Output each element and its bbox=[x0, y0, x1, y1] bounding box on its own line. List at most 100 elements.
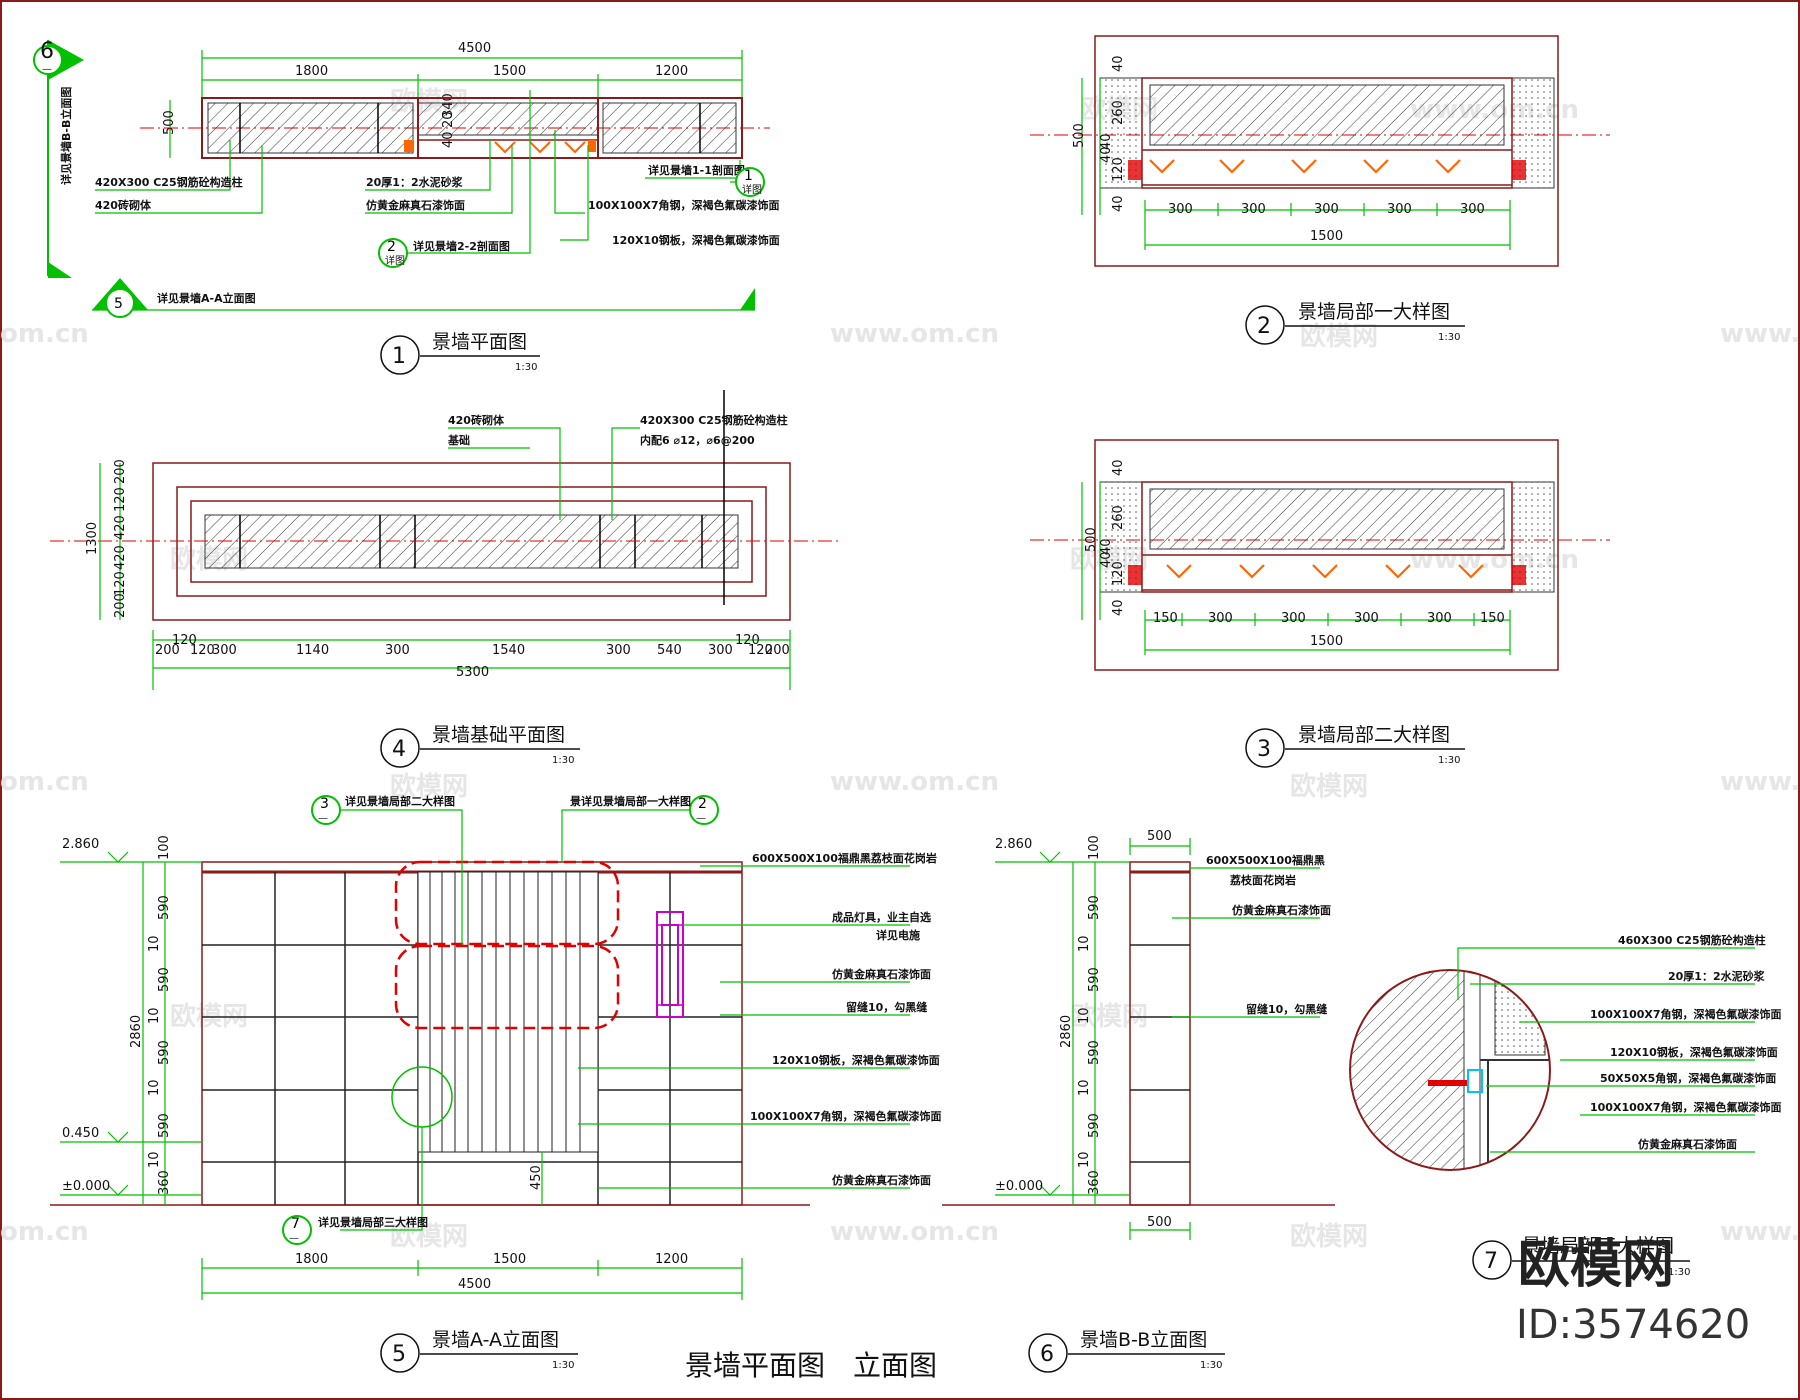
view-title: 景墙局部一大样图 bbox=[1298, 301, 1450, 323]
callout-sub: — bbox=[42, 64, 52, 75]
dim-label: 120 bbox=[172, 633, 197, 648]
view-7-detail: 460X300 C25钢筋砼构造柱 20厚1：2水泥砂浆 100X100X7角钢… bbox=[1349, 933, 1782, 1280]
annotation: 420砖砌体 bbox=[95, 198, 152, 212]
dim-label: 200 bbox=[155, 643, 180, 658]
view-number: 5 bbox=[392, 1342, 406, 1367]
watermark-id: ID:3574620 bbox=[1516, 1302, 1750, 1348]
dim-label: 150 bbox=[1153, 611, 1178, 626]
dim-label: 120 bbox=[1111, 157, 1126, 182]
dim-label: 100 bbox=[1087, 835, 1102, 860]
view-scale: 1:30 bbox=[1200, 1360, 1222, 1371]
dim-label: 100 bbox=[157, 835, 172, 860]
dim-label: 300 bbox=[385, 643, 410, 658]
watermark-site: www.om.cn bbox=[1720, 319, 1800, 349]
dim-label: 10 bbox=[1077, 1007, 1092, 1024]
view-scale: 1:30 bbox=[1438, 755, 1460, 766]
annotation: 600X500X100福鼎黑荔枝面花岗岩 bbox=[752, 851, 937, 865]
lamp-fixture bbox=[656, 911, 684, 1018]
callout-sub: — bbox=[289, 1233, 299, 1244]
dim-label: 10 bbox=[147, 935, 162, 952]
dim-label: 500 bbox=[1147, 1215, 1172, 1230]
watermark-layer: 欧模网 欧模网 www.om.cn om.cn www.om.cn 欧模网 ww… bbox=[0, 86, 1800, 1252]
dim-label: 2860 bbox=[1059, 1015, 1074, 1048]
dim-label: 10 bbox=[147, 1079, 162, 1096]
view-4-foundation: 420砖砌体 基础 420X300 C25钢筋砼构造柱 内配6 ⌀12，⌀6@2… bbox=[50, 390, 840, 768]
dim-label: 300 bbox=[1168, 202, 1193, 217]
callout-sub: — bbox=[696, 813, 706, 824]
dim-label: 300 bbox=[1387, 202, 1412, 217]
dim-label: 420 bbox=[113, 545, 128, 570]
view-scale: 1:30 bbox=[515, 362, 537, 373]
annotation: 120X10钢板，深褐色氟碳漆饰面 bbox=[1610, 1045, 1778, 1059]
callout-number: 2 bbox=[387, 239, 396, 255]
level-label: ±0.000 bbox=[995, 1179, 1043, 1194]
annotation: 留缝10，勾黑缝 bbox=[846, 1000, 927, 1014]
view-number: 7 bbox=[1484, 1249, 1498, 1274]
callout-number: 7 bbox=[291, 1216, 300, 1232]
dim-label: 300 bbox=[606, 643, 631, 658]
dim-label: 40 bbox=[1099, 146, 1114, 163]
annotation: 100X100X7角钢，深褐色氟碳漆饰面 bbox=[588, 198, 780, 212]
callout-sub: 详图 bbox=[385, 254, 405, 267]
annotation: 内配6 ⌀12，⌀6@200 bbox=[640, 433, 755, 447]
dim-label: 10 bbox=[1077, 1151, 1092, 1168]
dim-label: 300 bbox=[1427, 611, 1452, 626]
annotation: 仿黄金麻真石漆饰面 bbox=[1232, 903, 1331, 917]
sheet-title: 景墙平面图 立面图 bbox=[685, 1349, 937, 1382]
dim-label: 1500 bbox=[1310, 229, 1343, 244]
dim-label: 300 bbox=[1460, 202, 1485, 217]
dim-label: 200 bbox=[113, 593, 128, 618]
annotation: 留缝10，勾黑缝 bbox=[1246, 1002, 1327, 1016]
watermark-site: www.om.cn bbox=[1720, 767, 1800, 797]
callout-sub: 详图 bbox=[742, 183, 762, 196]
annotation: 420X300 C25钢筋砼构造柱 bbox=[640, 413, 788, 427]
view-number: 2 bbox=[1257, 314, 1271, 339]
watermark-text: 欧模网 bbox=[1290, 771, 1368, 802]
dim-label: 200 bbox=[765, 643, 790, 658]
annotation: 20厚1：2水泥砂浆 bbox=[1668, 969, 1766, 983]
dim-label: 1540 bbox=[492, 643, 525, 658]
callout-sub: — bbox=[318, 813, 328, 824]
view-scale: 1:30 bbox=[1668, 1267, 1690, 1278]
watermark-site: om.cn bbox=[0, 1217, 89, 1247]
annotation: 100X100X7角钢，深褐色氟碳漆饰面 bbox=[1590, 1100, 1782, 1114]
view-number: 1 bbox=[392, 344, 406, 369]
dim-label: 1300 bbox=[85, 522, 100, 555]
annotation: 100X100X7角钢，深褐色氟碳漆饰面 bbox=[750, 1109, 942, 1123]
level-label: ±0.000 bbox=[62, 1179, 110, 1194]
watermark-site: www.om.cn bbox=[830, 1217, 999, 1247]
dim-label: 1500 bbox=[493, 64, 526, 79]
annotation: 420X300 C25钢筋砼构造柱 bbox=[95, 175, 243, 189]
annotation: 100X100X7角钢，深褐色氟碳漆饰面 bbox=[1590, 1007, 1782, 1021]
dim-label: 40 bbox=[1111, 195, 1126, 212]
leader-lines bbox=[92, 90, 755, 311]
annotation: 详见景墙A-A立面图 bbox=[157, 291, 256, 305]
annotation: 荔枝面花岗岩 bbox=[1229, 873, 1296, 887]
view-1-plan: 6 — 详见景墙B-B立面图 4500 1800 1500 1200 500 4… bbox=[33, 39, 780, 375]
dim-label: 450 bbox=[529, 1165, 544, 1190]
dim-label: 10 bbox=[147, 1007, 162, 1024]
dim-label: 500 bbox=[162, 110, 177, 135]
view-2-detail: 40 260 40 40 120 40 500 300 300 300 300 … bbox=[1030, 35, 1610, 345]
dim-label: 4500 bbox=[458, 1277, 491, 1292]
view-5-elevation: 2.860 0.450 ±0.000 100 590 10 590 10 590… bbox=[50, 794, 942, 1373]
callout-number: 6 bbox=[40, 39, 54, 64]
dim-label: 1500 bbox=[1310, 634, 1343, 649]
dim-label: 150 bbox=[1480, 611, 1505, 626]
dim-label: 590 bbox=[157, 1040, 172, 1065]
dim-label: 40 bbox=[1099, 551, 1114, 568]
dim-label: 300 bbox=[708, 643, 733, 658]
dim-label: 40 bbox=[1099, 538, 1114, 555]
dim-label: 590 bbox=[157, 967, 172, 992]
annotation: 20厚1：2水泥砂浆 bbox=[366, 175, 464, 189]
dim-label: 300 bbox=[1241, 202, 1266, 217]
dim-label: 500 bbox=[1147, 829, 1172, 844]
annotation: 仿黄金麻真石漆饰面 bbox=[832, 1173, 931, 1187]
dim-label: 590 bbox=[157, 1113, 172, 1138]
dim-label: 1140 bbox=[296, 643, 329, 658]
section-callout bbox=[105, 288, 135, 318]
dim-label: 40 bbox=[1111, 459, 1126, 476]
annotation: 600X500X100福鼎黑 bbox=[1206, 853, 1325, 867]
view-number: 6 bbox=[1040, 1342, 1054, 1367]
annotation: 120X10钢板，深褐色氟碳漆饰面 bbox=[772, 1053, 940, 1067]
